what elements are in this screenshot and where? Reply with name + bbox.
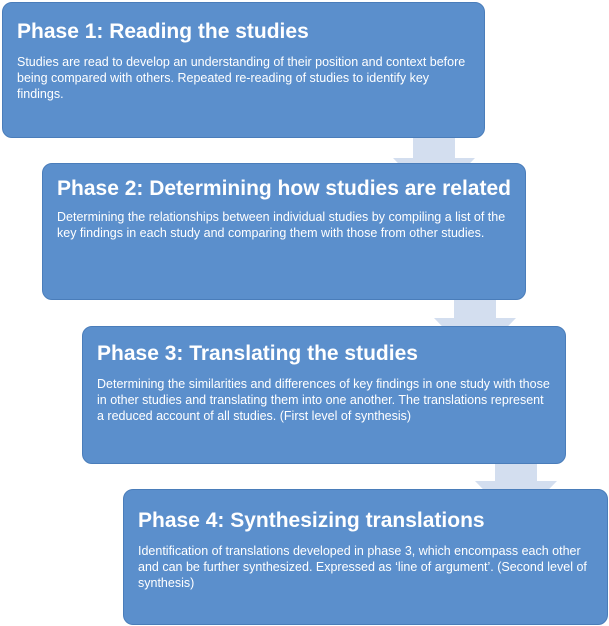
phase-4-title: Phase 4: Synthesizing translations [138,509,485,532]
phase-2-description: Determining the relationships between in… [57,210,506,240]
phase-3-description: Determining the similarities and differe… [97,377,550,423]
phase-2-box: Phase 2: Determining how studies are rel… [42,163,526,300]
phase-1-box: Phase 1: Reading the studies Studies are… [2,2,485,138]
phase-4-box: Phase 4: Synthesizing translations Ident… [123,489,608,625]
phase-4-description: Identification of translations developed… [138,544,587,590]
phase-3-title: Phase 3: Translating the studies [97,342,418,365]
phase-3-box: Phase 3: Translating the studies Determi… [82,326,566,464]
phase-1-title: Phase 1: Reading the studies [17,20,309,43]
phase-2-title: Phase 2: Determining how studies are rel… [57,177,511,200]
phase-1-description: Studies are read to develop an understan… [17,55,466,101]
